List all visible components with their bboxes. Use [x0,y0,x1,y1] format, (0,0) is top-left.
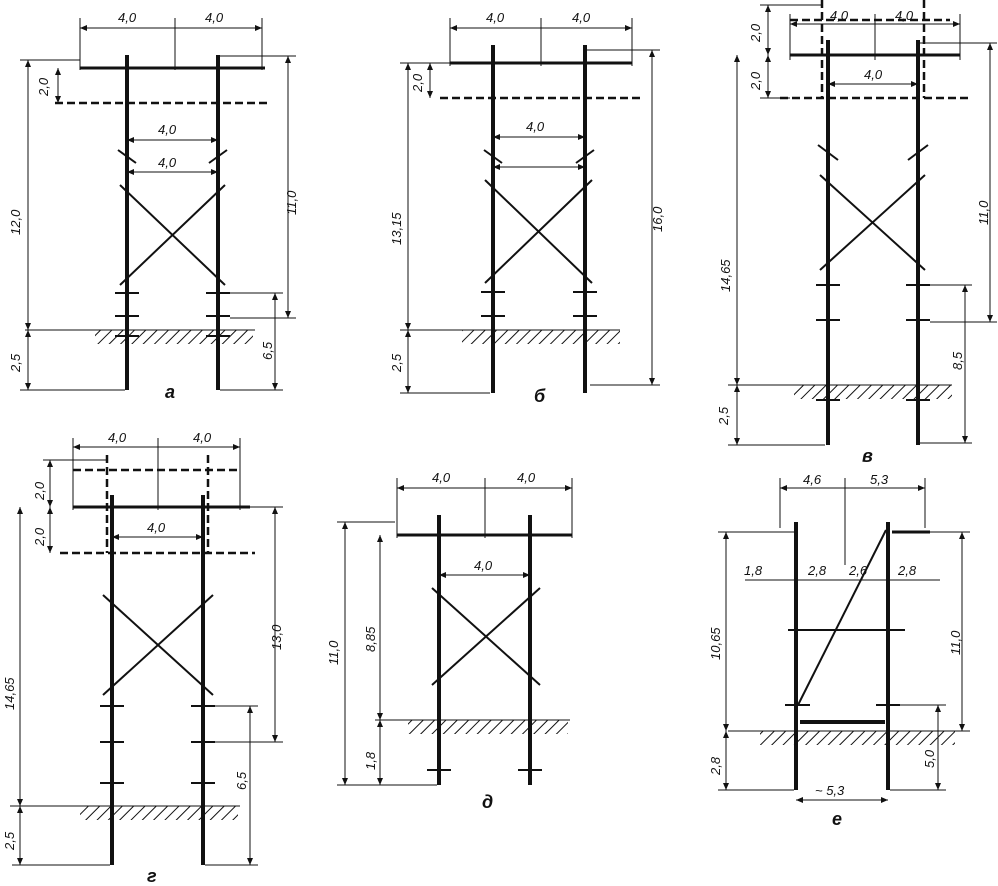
dim-label: 2,5 [2,831,17,851]
dim-label: 4,0 [864,67,883,82]
dim-label: 4,0 [572,10,591,25]
panel-caption: б [534,386,546,406]
panel-d: 4,0 4,0 4,0 11,0 8,85 1,8 д [326,470,573,812]
dim-label: 11,0 [976,200,991,225]
dim-label: 2,5 [716,406,731,426]
dim-label: 4,0 [118,10,137,25]
panel-caption: а [165,382,175,402]
dim-label: 12,0 [8,209,23,235]
dim-label: 2,5 [8,353,23,373]
dim-label: 2,6 [848,563,868,578]
dim-label: 13,0 [269,624,284,650]
brace [819,174,926,271]
dim-label: 2,0 [32,527,47,547]
brace [208,149,228,164]
panel-g: 4,0 4,0 2,0 2,0 4,0 14,65 2,5 13,0 6,5 г [2,430,284,886]
panel-v: 4,0 4,0 2,0 2,0 4,0 14,65 2,5 11,0 8,5 в [716,0,997,466]
ground-hatch [760,731,955,745]
panel-caption: е [832,809,842,829]
dim-label: 11,0 [948,630,963,655]
dim-label: 4,0 [158,122,177,137]
dim-label: 4,0 [193,430,212,445]
dim-label: 4,0 [526,119,545,134]
dim-label: 1,8 [363,751,378,770]
dim-label: 4,0 [205,10,224,25]
ground-hatch [462,330,620,344]
dim-label: 13,15 [389,212,404,245]
dim-label: 16,0 [650,206,665,232]
dim-label: 10,65 [708,627,723,660]
dim-label: 4,0 [432,470,451,485]
dim-label: 4,0 [830,8,849,23]
dim-label: 4,0 [474,558,493,573]
panel-b: 4,0 4,0 2,0 4,0 13,15 2,5 16,0 б [389,10,665,406]
panel-caption: в [862,446,873,466]
dim-label: 8,85 [363,626,378,652]
dim-label: 2,0 [748,71,763,91]
ground-hatch [80,806,238,820]
ground-hatch [794,385,952,399]
brace [431,587,541,686]
dim-label: 4,0 [517,470,536,485]
dim-label: 4,0 [895,8,914,23]
dim-label: 1,8 [744,563,763,578]
dim-label: 4,0 [108,430,127,445]
dim-label: 8,5 [950,351,965,370]
dim-label: 14,65 [2,677,17,710]
brace [119,184,226,286]
dim-label: 14,65 [718,259,733,292]
dim-label: 5,3 [870,472,889,487]
dim-label: 11,0 [284,190,299,215]
dim-label: 2,0 [410,73,425,93]
dim-label: 2,0 [32,481,47,501]
ground-hatch [408,720,568,734]
dim-label: 2,0 [36,77,51,97]
dim-label: ~ 5,3 [815,783,845,798]
brace [117,149,137,164]
panel-caption: г [147,866,157,886]
dim-label: 4,0 [486,10,505,25]
dim-label: 4,0 [158,155,177,170]
dim-label: 6,5 [234,771,249,790]
dim-label: 2,8 [807,563,827,578]
panel-e: 4,6 5,3 1,8 2,8 2,6 2,8 10,65 2,8 11,0 5… [708,472,970,829]
dim-label: 2,5 [389,353,404,373]
dim-label: 4,6 [803,472,822,487]
dim-label: 2,8 [708,756,723,776]
ground-hatch [95,330,253,344]
panel-caption: д [482,792,493,812]
strut [797,529,887,706]
dim-label: 2,8 [897,563,917,578]
dim-label: 11,0 [326,640,341,665]
dim-label: 6,5 [260,341,275,360]
dim-label: 2,0 [748,23,763,43]
brace [102,594,214,696]
dim-label: 5,0 [922,749,937,768]
brace [484,179,593,284]
panel-a: 4,0 4,0 2,0 4,0 4,0 12,0 2,5 11,0 6,5 а [8,10,299,402]
dim-label: 4,0 [147,520,166,535]
